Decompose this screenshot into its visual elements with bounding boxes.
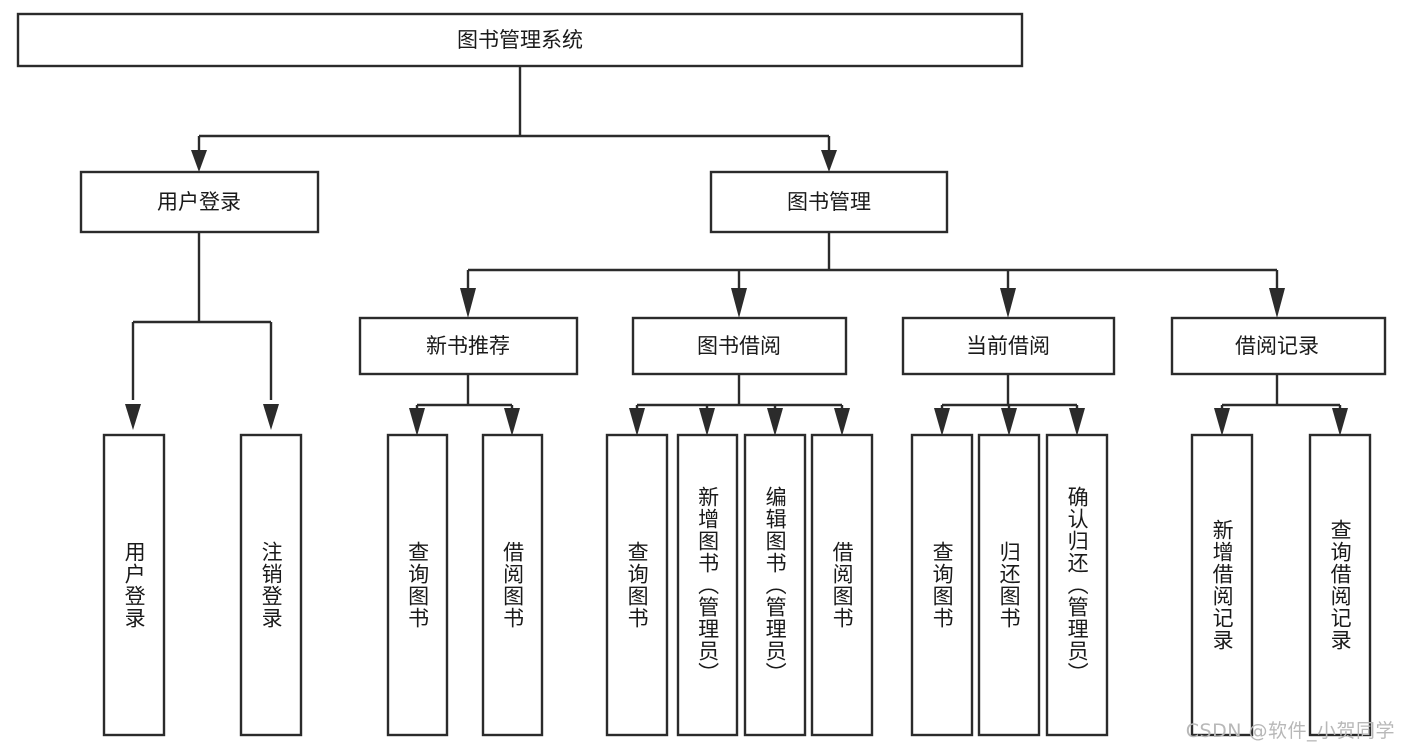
arrowhead-record-leaf-1 [1214, 408, 1230, 436]
watermark-text: CSDN @软件_小贺同学 [1185, 720, 1395, 742]
arrowhead-borrow-leaf-3 [767, 408, 783, 436]
arrowhead-borrow-leaf-4 [834, 408, 850, 436]
label-new-book-recommend: 新书推荐 [426, 334, 510, 358]
label-user-login: 用户登录 [157, 190, 241, 214]
arrowhead-current-leaf-3 [1069, 408, 1085, 436]
arrowhead-current-leaf-1 [934, 408, 950, 436]
node-user-login[interactable] [79, 170, 320, 234]
leaf-box-confirm-return-admin[interactable] [1045, 433, 1109, 737]
leaf-box-add-book-admin[interactable] [676, 433, 739, 737]
label-borrow-record: 借阅记录 [1235, 334, 1319, 358]
leaf-box-logout[interactable] [239, 433, 303, 737]
leaf-box-user-login[interactable] [102, 433, 166, 737]
horizontal-label-layer: 图书管理系统 用户登录 图书管理 新书推荐 图书借阅 当前借阅 借阅记录 [157, 28, 1319, 358]
leaf-box-return-book[interactable] [977, 433, 1041, 737]
arrowhead-record [1269, 288, 1285, 318]
label-current-borrow: 当前借阅 [966, 334, 1050, 358]
arrowhead-book-mgmt [821, 150, 837, 172]
leaf-box-add-borrow-record[interactable] [1190, 433, 1254, 737]
arrowhead-newbook-leaf-1 [409, 408, 425, 436]
arrowhead-current [1000, 288, 1016, 318]
node-book-management[interactable] [709, 170, 949, 234]
connector-layer [125, 66, 1348, 436]
node-root-book-management-system[interactable] [16, 12, 1024, 68]
leaf-box-query-borrow-record[interactable] [1308, 433, 1372, 737]
leaf-box-query-book-recommend[interactable] [386, 433, 449, 737]
arrowhead-leaf-logout [263, 404, 279, 430]
arrowhead-borrow-leaf-1 [629, 408, 645, 436]
node-new-book-recommend[interactable] [358, 316, 579, 376]
leaf-box-query-book-current[interactable] [910, 433, 974, 737]
arrowhead-newbook-leaf-2 [504, 408, 520, 436]
label-book-management: 图书管理 [787, 190, 871, 214]
arrowhead-user-login [191, 150, 207, 172]
arrowhead-borrow-leaf-2 [699, 408, 715, 436]
arrowhead-record-leaf-2 [1332, 408, 1348, 436]
leaf-box-query-book-borrow[interactable] [605, 433, 669, 737]
arrowhead-current-leaf-2 [1001, 408, 1017, 436]
node-current-borrow[interactable] [901, 316, 1116, 376]
label-book-borrow: 图书借阅 [697, 334, 781, 358]
leaf-box-borrow-book-recommend[interactable] [481, 433, 544, 737]
leaf-box-borrow-book[interactable] [810, 433, 874, 737]
node-layer [16, 12, 1387, 737]
node-book-borrow[interactable] [631, 316, 848, 376]
arrowhead-leaf-user-login [125, 404, 141, 430]
leaf-box-edit-book-admin[interactable] [743, 433, 807, 737]
arrowhead-borrow [731, 288, 747, 318]
label-root: 图书管理系统 [457, 28, 583, 52]
node-borrow-record[interactable] [1170, 316, 1387, 376]
arrowhead-newbook [460, 288, 476, 318]
